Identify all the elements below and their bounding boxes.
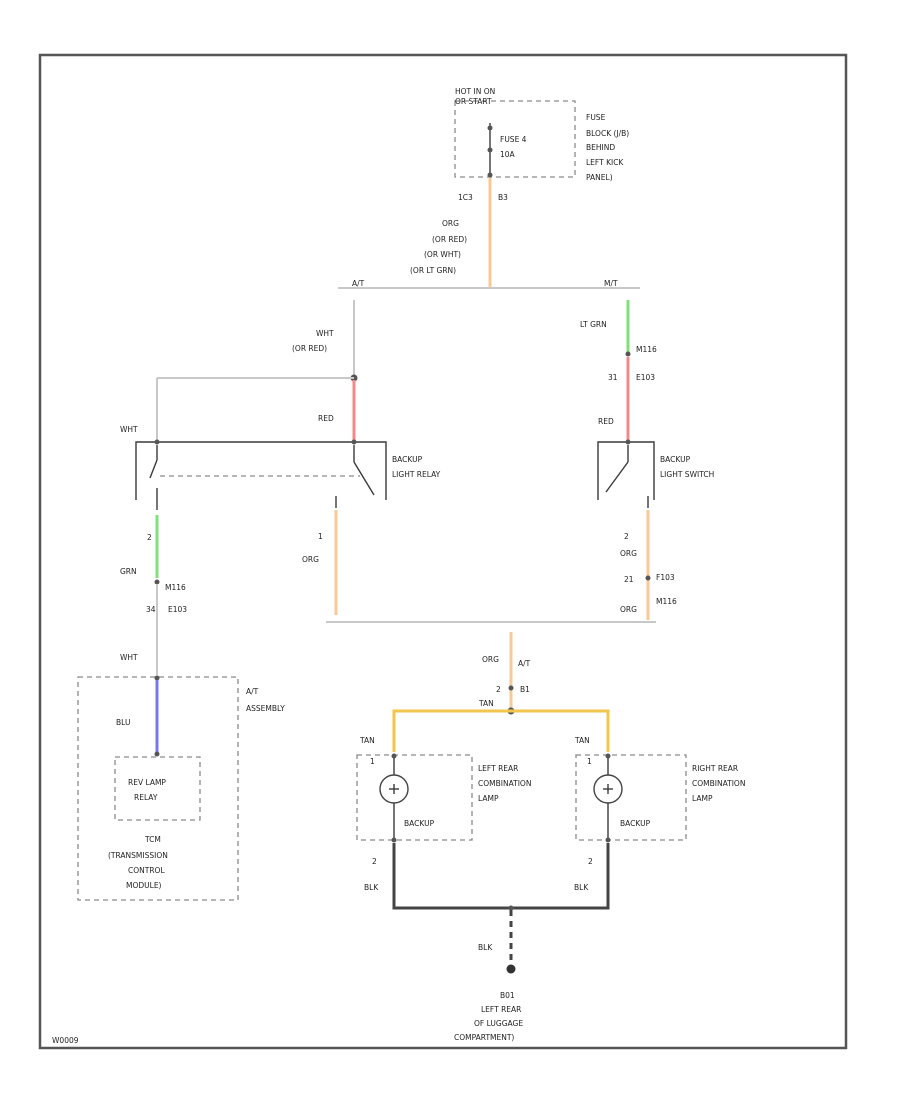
left-lamp-name-3: LAMP: [478, 794, 499, 803]
at-grn-label: GRN: [120, 567, 137, 576]
mt-conn-top: M116: [636, 345, 657, 354]
mt-red-label: RED: [598, 417, 614, 426]
ground-label-3: OF LUGGAGE: [474, 1019, 523, 1028]
fuse-pin-left: 1C3: [458, 193, 473, 202]
relay-pin-1: 1: [318, 532, 323, 541]
right-lamp-name-2: COMBINATION: [692, 779, 745, 788]
right-lamp-pin1: 1: [587, 757, 592, 766]
mt-org-label-1: ORG: [620, 549, 637, 558]
left-lamp-name-2: COMBINATION: [478, 779, 531, 788]
center-at-mark: A/T: [518, 659, 531, 668]
left-lamp-backup: BACKUP: [404, 819, 435, 828]
tcm-label-3: CONTROL: [128, 866, 165, 875]
fuse-rating: 10A: [500, 150, 516, 159]
ground-label-2: LEFT REAR: [481, 1005, 521, 1014]
branch-mt-label: M/T: [604, 279, 618, 288]
at-assembly-label-1: A/T: [246, 687, 259, 696]
diagram-frame: [38, 53, 848, 1050]
fuse-block-label-4: LEFT KICK: [586, 158, 624, 167]
center-feed: ORG A/T 2 B1 TAN: [392, 632, 610, 752]
fuse-block-label-3: BEHIND: [586, 143, 615, 152]
left-lamp-pin2: 2: [372, 857, 377, 866]
left-lamp-blk: BLK: [364, 883, 379, 892]
at-conn-pin: 34: [146, 605, 156, 614]
left-lamp-tan: TAN: [359, 736, 375, 745]
left-lamp-name-1: LEFT REAR: [478, 764, 518, 773]
trunk-wire-color-2: (OR RED): [432, 235, 467, 244]
mt-conn2-top: F103: [656, 573, 675, 582]
center-conn-pin: 2: [496, 685, 501, 694]
mt-conn-pin: 31: [608, 373, 618, 382]
rev-lamp-relay-label-2: RELAY: [134, 793, 158, 802]
at-assembly: BLU A/T ASSEMBLY REV LAMP RELAY TCM (TRA…: [77, 675, 285, 901]
right-lamp-tan: TAN: [574, 736, 590, 745]
fuse-block-label-2: BLOCK (J/B): [586, 129, 629, 138]
fuse-header-line-1: HOT IN ON: [455, 87, 495, 96]
mt-side-circuit: LT GRN M116 31 E103 RED BACKUP LIGHT SWI…: [580, 300, 714, 620]
at-blu-label: BLU: [116, 718, 130, 727]
mt-conn-bottom: E103: [636, 373, 655, 382]
fuse-name: FUSE 4: [500, 135, 527, 144]
at-red-label: RED: [318, 414, 334, 423]
trunk-wire-color-1: ORG: [442, 219, 459, 228]
at-wht-low-label: WHT: [120, 653, 138, 662]
at-wire-top-1: WHT: [316, 329, 334, 338]
fuse-pin-right: B3: [498, 193, 508, 202]
right-lamp-pin2: 2: [588, 857, 593, 866]
ground-return: BLK B01 LEFT REAR OF LUGGAGE COMPARTMENT…: [392, 843, 610, 1042]
at-side-circuit: WHT (OR RED) RED BACKUP LIGHT RELAY WHT …: [120, 300, 441, 675]
branch-at-label: A/T: [352, 279, 365, 288]
branch-bus: A/T M/T: [338, 279, 640, 289]
tcm-label-2: (TRANSMISSION: [108, 851, 168, 860]
relay-label-2: LIGHT RELAY: [392, 470, 441, 479]
relay-pin-2: 2: [147, 533, 152, 542]
right-lamp-name-1: RIGHT REAR: [692, 764, 738, 773]
trunk-wire-color-3: (OR WHT): [424, 250, 461, 259]
switch-pin-2: 2: [624, 532, 629, 541]
right-lamp-backup: BACKUP: [620, 819, 651, 828]
mt-org-label-2: ORG: [620, 605, 637, 614]
left-lamp-pin1: 1: [370, 757, 375, 766]
relay-org-label: ORG: [302, 555, 319, 564]
backup-light-switch: BACKUP LIGHT SWITCH: [597, 439, 714, 508]
switch-label-1: BACKUP: [660, 455, 691, 464]
tcm-label-1: TCM: [144, 835, 161, 844]
tcm-label-4: MODULE): [126, 881, 162, 890]
right-lamp-blk: BLK: [574, 883, 589, 892]
rev-lamp-relay-label-1: REV LAMP: [128, 778, 166, 787]
right-lamp-name-3: LAMP: [692, 794, 713, 803]
ground-label-4: COMPARTMENT): [454, 1033, 514, 1042]
ground-label-1: B01: [500, 991, 515, 1000]
at-conn-top: M116: [165, 583, 186, 592]
ground-point-icon: [506, 964, 516, 974]
fuse-block: HOT IN ON OR START FUSE 4 10A FUSE BLOCK…: [454, 87, 629, 202]
center-conn: B1: [520, 685, 530, 694]
relay-label-1: BACKUP: [392, 455, 423, 464]
fuse-block-label-1: FUSE: [586, 113, 606, 122]
at-wire-top-2: (OR RED): [292, 344, 327, 353]
relay-left-wire-label: WHT: [120, 425, 138, 434]
ground-blk-label: BLK: [478, 943, 493, 952]
trunk-wire: ORG (OR RED) (OR WHT) (OR LT GRN): [410, 178, 492, 287]
switch-label-2: LIGHT SWITCH: [660, 470, 714, 479]
mt-ltgrn-label: LT GRN: [580, 320, 607, 329]
left-rear-combination-lamp: TAN 1 BACKUP LEFT REAR COMBINATION LAMP …: [356, 736, 531, 892]
center-org-label: ORG: [482, 655, 499, 664]
at-conn-bottom: E103: [168, 605, 187, 614]
mt-conn2-pin: 21: [624, 575, 634, 584]
mt-conn2-bottom: M116: [656, 597, 677, 606]
wire-yellow: [392, 709, 610, 752]
center-tan-label: TAN: [478, 699, 494, 708]
at-assembly-label-2: ASSEMBLY: [246, 704, 285, 713]
backup-light-relay: BACKUP LIGHT RELAY: [135, 439, 441, 510]
fuse-header-line-2: OR START: [455, 97, 492, 106]
trunk-wire-color-4: (OR LT GRN): [410, 266, 456, 275]
right-rear-combination-lamp: TAN 1 BACKUP RIGHT REAR COMBINATION LAMP…: [574, 736, 745, 892]
fuse-block-label-5: PANEL): [586, 173, 613, 182]
diagram-id: W0009: [52, 1036, 79, 1045]
